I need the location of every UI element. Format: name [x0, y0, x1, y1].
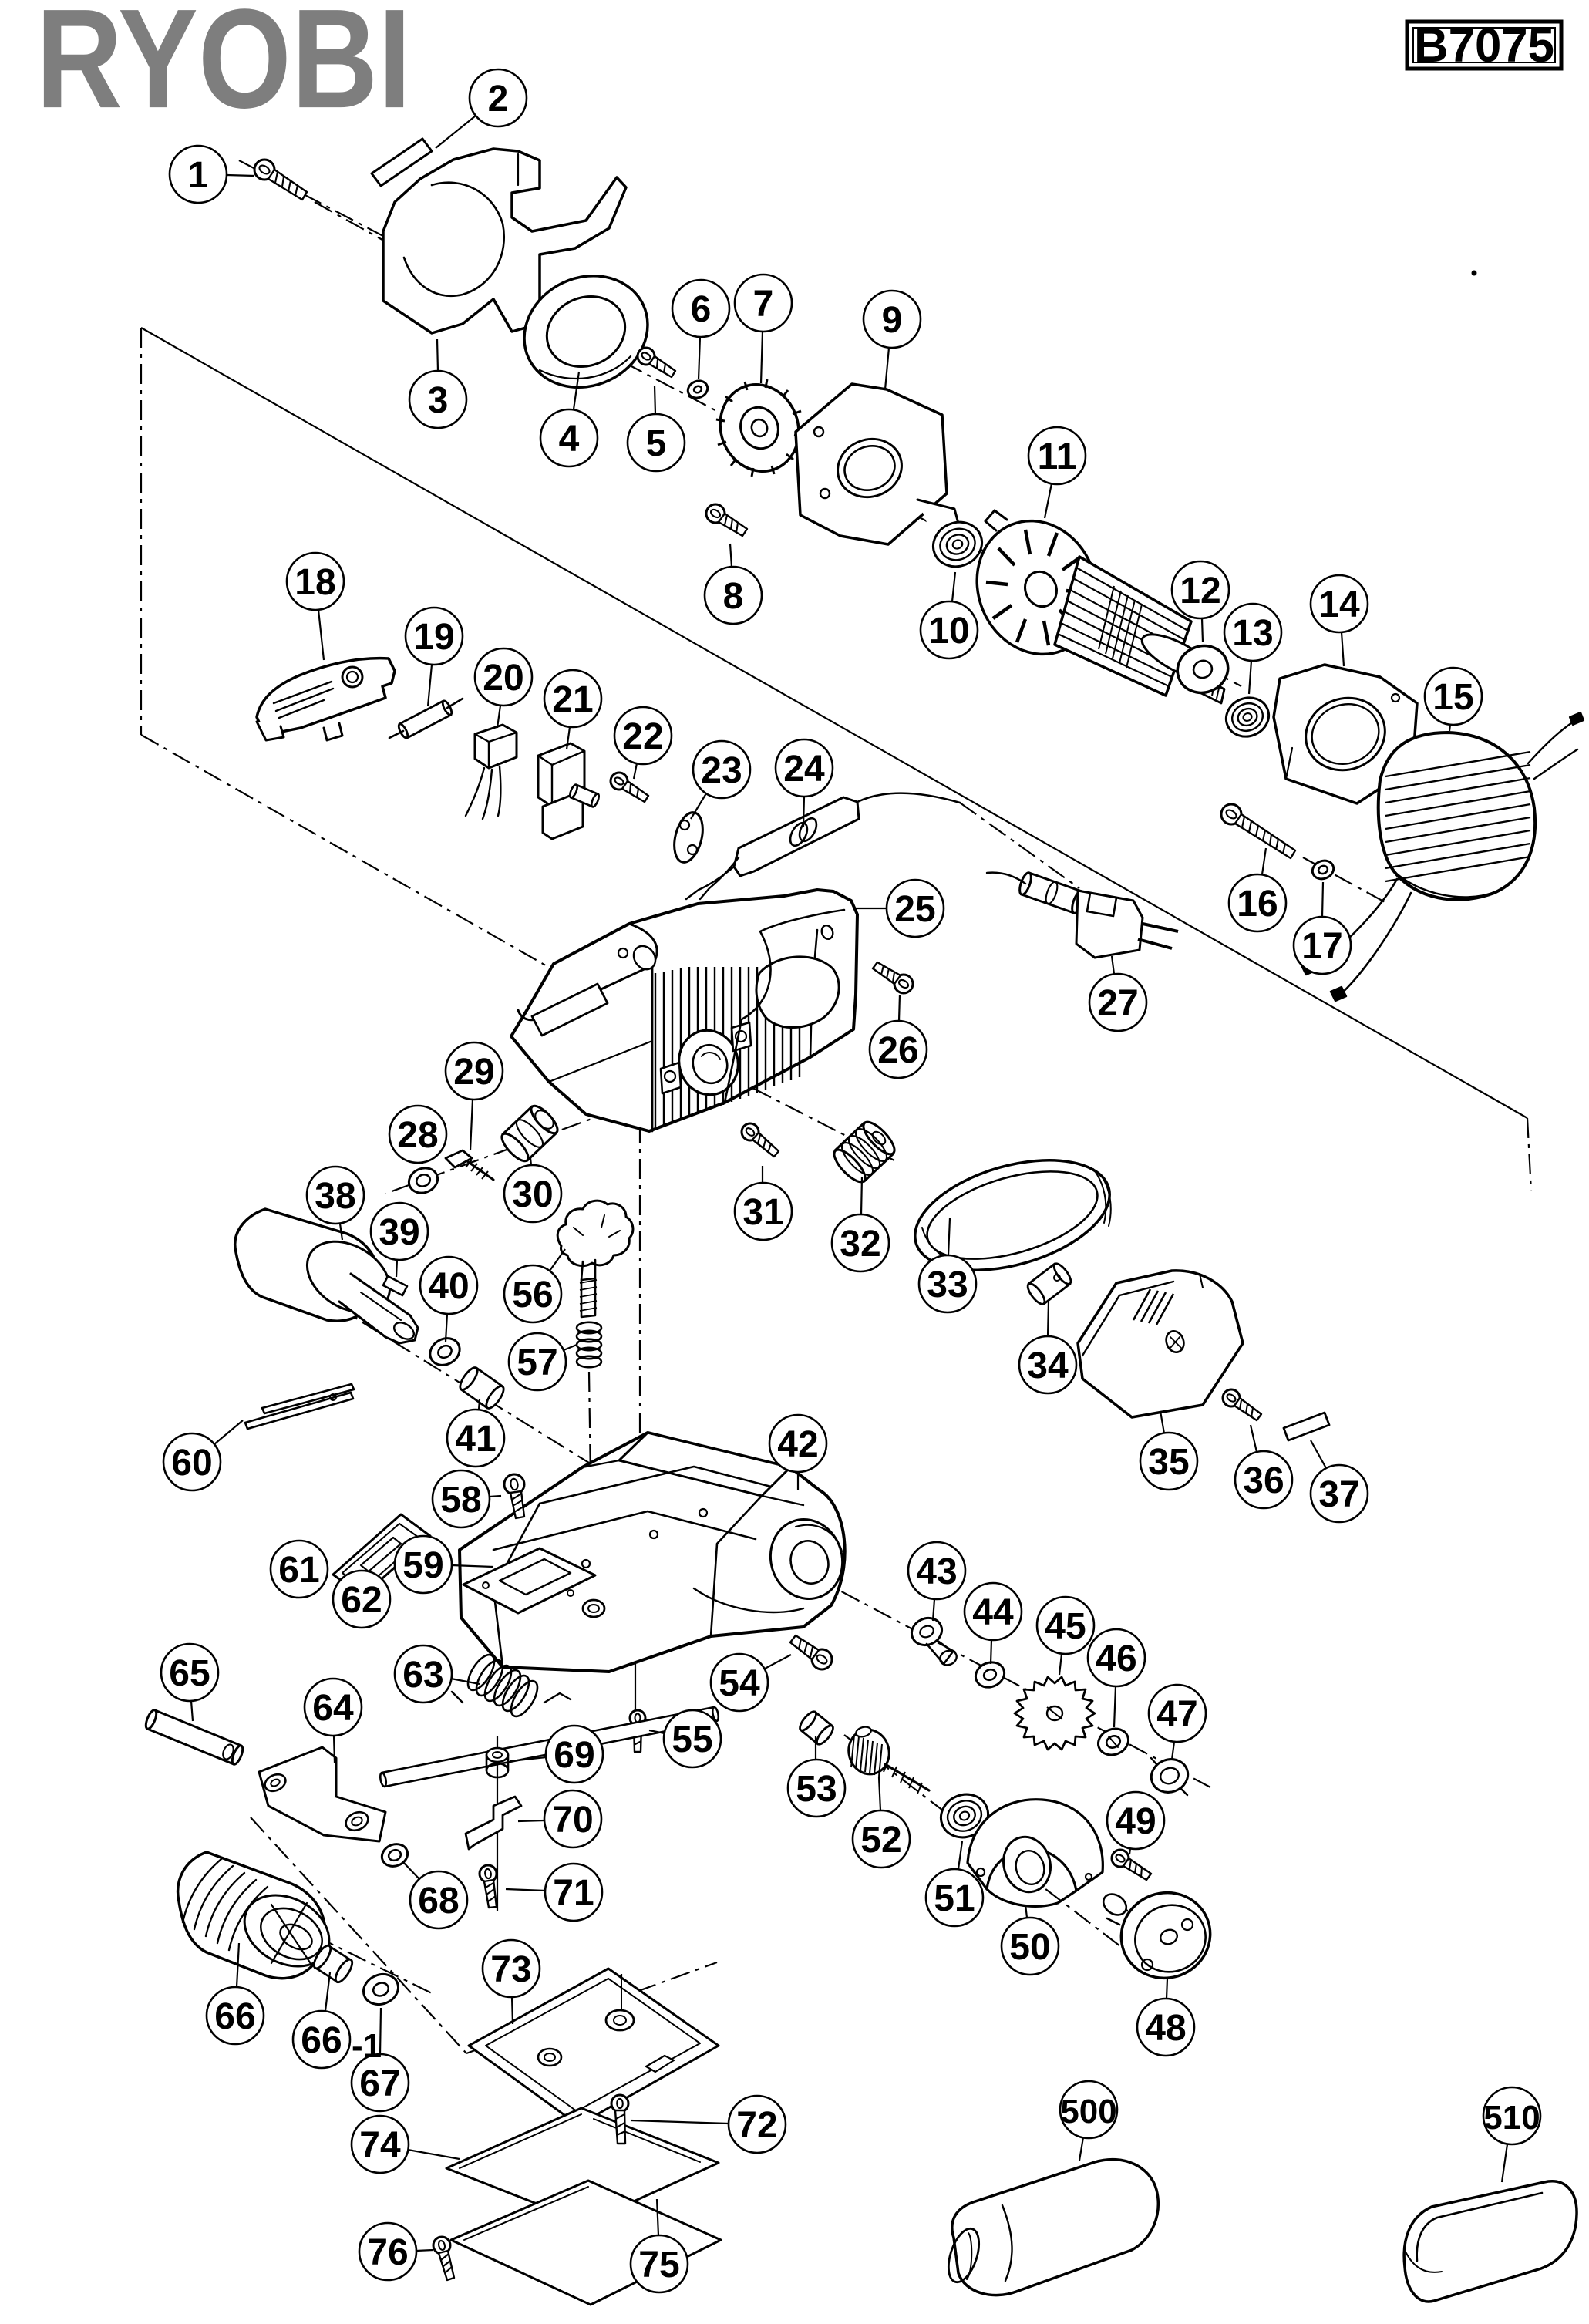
svg-text:55: 55 [672, 1719, 712, 1760]
svg-text:74: 74 [359, 2125, 401, 2166]
svg-text:1: 1 [188, 155, 209, 196]
svg-text:45: 45 [1045, 1606, 1086, 1647]
svg-text:30: 30 [512, 1174, 553, 1215]
svg-text:-1: -1 [352, 2027, 382, 2065]
svg-text:59: 59 [402, 1545, 443, 1586]
svg-text:44: 44 [972, 1592, 1014, 1633]
svg-text:36: 36 [1243, 1460, 1284, 1501]
svg-text:66: 66 [214, 1996, 255, 2037]
svg-text:58: 58 [440, 1480, 481, 1521]
svg-text:27: 27 [1097, 983, 1138, 1024]
svg-text:39: 39 [379, 1212, 419, 1253]
svg-text:35: 35 [1148, 1442, 1189, 1483]
svg-text:2: 2 [488, 79, 509, 120]
svg-text:47: 47 [1156, 1694, 1197, 1735]
svg-text:510: 510 [1483, 2099, 1540, 2137]
svg-text:4: 4 [559, 419, 580, 460]
svg-text:75: 75 [638, 2245, 679, 2285]
svg-text:68: 68 [418, 1881, 459, 1922]
svg-text:61: 61 [278, 1550, 319, 1591]
svg-text:43: 43 [916, 1551, 957, 1592]
svg-text:34: 34 [1027, 1346, 1069, 1386]
svg-text:5: 5 [646, 423, 667, 464]
svg-text:29: 29 [453, 1052, 494, 1093]
svg-text:76: 76 [367, 2232, 408, 2273]
svg-text:26: 26 [877, 1030, 918, 1071]
svg-text:46: 46 [1096, 1639, 1136, 1679]
svg-text:67: 67 [359, 2063, 400, 2104]
svg-text:RYOBI: RYOBI [36, 0, 412, 138]
svg-text:16: 16 [1237, 884, 1278, 925]
svg-text:B7075: B7075 [1414, 19, 1554, 72]
svg-text:8: 8 [723, 576, 744, 617]
svg-text:15: 15 [1432, 677, 1473, 718]
svg-text:25: 25 [894, 889, 935, 930]
svg-text:32: 32 [840, 1224, 880, 1265]
svg-text:53: 53 [796, 1769, 837, 1810]
svg-text:17: 17 [1301, 926, 1342, 967]
svg-text:11: 11 [1038, 436, 1077, 477]
svg-text:23: 23 [701, 750, 742, 791]
svg-text:49: 49 [1115, 1801, 1156, 1842]
svg-text:40: 40 [428, 1266, 469, 1307]
svg-text:10: 10 [928, 611, 969, 652]
svg-text:48: 48 [1145, 2008, 1186, 2049]
svg-text:57: 57 [517, 1342, 557, 1383]
svg-text:73: 73 [490, 1949, 531, 1990]
svg-text:41: 41 [455, 1419, 496, 1460]
svg-text:19: 19 [413, 617, 454, 658]
svg-text:56: 56 [512, 1275, 553, 1315]
svg-text:33: 33 [927, 1265, 968, 1305]
svg-text:500: 500 [1060, 2093, 1116, 2130]
svg-text:3: 3 [428, 380, 449, 421]
svg-text:64: 64 [312, 1688, 354, 1729]
svg-text:37: 37 [1318, 1474, 1359, 1515]
svg-text:18: 18 [295, 562, 335, 603]
svg-text:9: 9 [882, 300, 903, 341]
svg-text:51: 51 [934, 1878, 975, 1919]
svg-text:6: 6 [691, 289, 712, 330]
svg-text:62: 62 [341, 1580, 382, 1621]
svg-text:52: 52 [860, 1820, 901, 1861]
svg-text:70: 70 [552, 1800, 593, 1841]
svg-text:50: 50 [1009, 1927, 1050, 1968]
svg-text:14: 14 [1318, 584, 1360, 625]
svg-text:42: 42 [777, 1424, 818, 1465]
svg-text:63: 63 [402, 1655, 443, 1696]
svg-text:7: 7 [753, 284, 774, 325]
svg-text:22: 22 [622, 716, 663, 757]
svg-text:20: 20 [483, 658, 523, 699]
svg-text:69: 69 [554, 1735, 594, 1776]
svg-text:66: 66 [301, 2020, 342, 2061]
svg-text:71: 71 [553, 1873, 594, 1914]
svg-text:12: 12 [1180, 571, 1220, 611]
svg-text:72: 72 [736, 2105, 777, 2146]
svg-text:24: 24 [783, 749, 825, 790]
svg-text:31: 31 [742, 1192, 783, 1233]
svg-text:60: 60 [171, 1443, 212, 1484]
svg-text:54: 54 [719, 1663, 760, 1704]
svg-text:38: 38 [315, 1176, 355, 1217]
svg-text:21: 21 [552, 679, 593, 720]
svg-text:13: 13 [1232, 613, 1273, 654]
svg-text:65: 65 [169, 1653, 210, 1694]
svg-text:28: 28 [397, 1115, 438, 1156]
